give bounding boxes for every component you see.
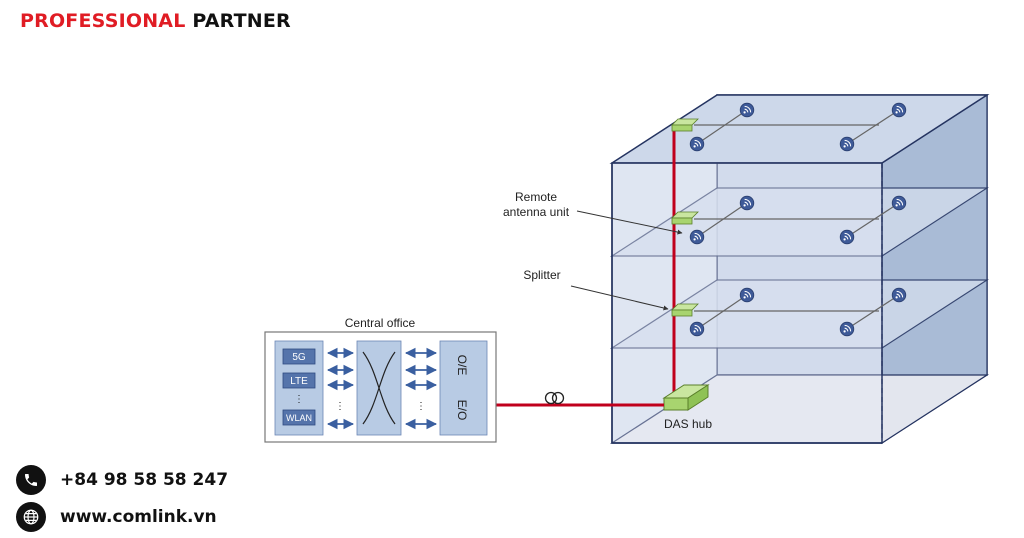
- wifi-antenna-icon: [891, 195, 907, 211]
- wifi-antenna-icon: [891, 287, 907, 303]
- converter-eo: E/O: [455, 400, 469, 421]
- wifi-antenna-icon: [739, 195, 755, 211]
- brand-title: PROFESSIONAL PARTNER: [20, 10, 291, 32]
- floor-1-wiring: [689, 287, 907, 337]
- central-office-label: Central office: [345, 316, 416, 330]
- service-wlan: WLAN: [286, 413, 312, 423]
- wifi-antenna-icon: [689, 229, 705, 245]
- converter-oe: O/E: [455, 355, 469, 376]
- floor-3-wiring: [689, 102, 907, 152]
- wifi-antenna-icon: [689, 321, 705, 337]
- brand-partner: PARTNER: [192, 10, 291, 32]
- callouts: Remote antenna unit Splitter DAS hub: [503, 190, 712, 431]
- wifi-antenna-icon: [839, 136, 855, 152]
- brand-professional: PROFESSIONAL: [20, 10, 186, 32]
- central-office: Central office 5G LTE ⋮ WLAN ⋮ ⋮ O/E E/O: [264, 316, 497, 443]
- splitter-units: [671, 118, 699, 317]
- svg-text:⋮: ⋮: [416, 401, 426, 412]
- wifi-antenna-icon: [839, 321, 855, 337]
- website-url: www.comlink.vn: [60, 507, 217, 527]
- wifi-antenna-icon: [739, 287, 755, 303]
- remote-antenna-label-line2: antenna unit: [503, 205, 570, 219]
- wifi-antenna-icon: [689, 136, 705, 152]
- service-ellipsis: ⋮: [294, 394, 304, 405]
- contact-website[interactable]: www.comlink.vn: [16, 502, 217, 532]
- wifi-antenna-icon: [839, 229, 855, 245]
- service-5g: 5G: [292, 352, 306, 363]
- wifi-antenna-icon: [891, 102, 907, 118]
- phone-icon: [16, 465, 46, 495]
- remote-antenna-label-line1: Remote: [515, 190, 557, 204]
- service-lte: LTE: [290, 376, 308, 387]
- building: [609, 93, 990, 445]
- das-hub-label: DAS hub: [664, 417, 712, 431]
- floor-2-wiring: [689, 195, 907, 245]
- globe-icon: [16, 502, 46, 532]
- wifi-antenna-icon: [739, 102, 755, 118]
- fiber-link: [496, 391, 664, 407]
- svg-text:⋮: ⋮: [335, 401, 345, 412]
- contact-phone[interactable]: +84 98 58 58 247: [16, 465, 228, 495]
- splitter-label: Splitter: [523, 268, 560, 282]
- phone-number: +84 98 58 58 247: [60, 470, 229, 490]
